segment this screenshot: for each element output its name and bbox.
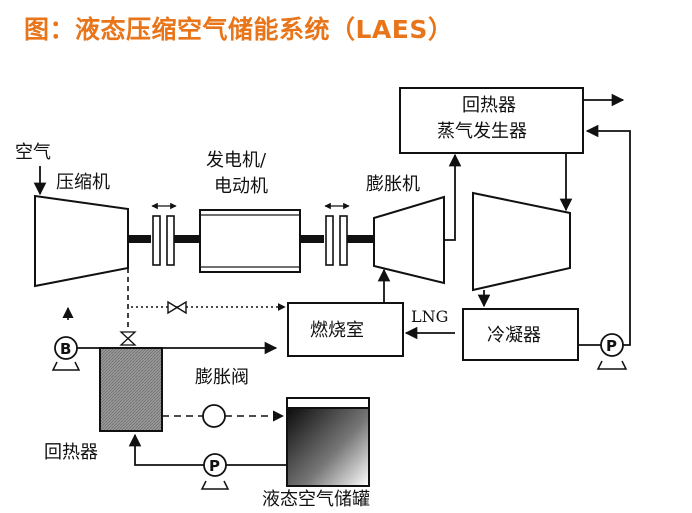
expander bbox=[373, 195, 445, 285]
combustor-label: 燃烧室 bbox=[310, 320, 364, 341]
expansion-valve bbox=[202, 404, 226, 428]
condenser bbox=[462, 308, 579, 361]
compressor-label: 压缩机 bbox=[56, 172, 110, 193]
storage-tank-label: 液态空气储罐 bbox=[262, 489, 370, 510]
regenerator bbox=[99, 347, 163, 432]
combustion-chamber bbox=[287, 302, 404, 357]
compressor bbox=[34, 194, 129, 288]
generator-motor bbox=[199, 209, 301, 273]
condenser-label: 冷凝器 bbox=[487, 325, 541, 346]
generator-label-2: 电动机 bbox=[214, 176, 268, 197]
bypass-valve bbox=[167, 300, 187, 315]
regen-valve bbox=[119, 331, 137, 346]
air-label: 空气 bbox=[15, 142, 51, 163]
return-line bbox=[585, 124, 631, 346]
diagram-title: 图：液态压缩空气储能系统（LAES） bbox=[24, 15, 454, 44]
pump-bottom: P bbox=[200, 453, 230, 490]
pump-to-regen-line bbox=[128, 433, 204, 466]
pump-right: P bbox=[596, 333, 628, 370]
steam-turbine bbox=[472, 191, 571, 292]
liquid-air-storage-tank bbox=[286, 397, 370, 487]
regenerator-label: 回热器 bbox=[44, 442, 98, 463]
expansion-valve-label: 膨胀阀 bbox=[195, 367, 249, 388]
expander-label: 膨胀机 bbox=[366, 174, 420, 195]
regen-label-1: 回热器 bbox=[462, 95, 516, 116]
drive-shaft bbox=[128, 202, 374, 266]
generator-label-1: 发电机/ bbox=[206, 150, 267, 171]
regenerator-steam-generator bbox=[399, 87, 584, 154]
svg-text:P: P bbox=[209, 457, 220, 475]
svg-text:P: P bbox=[606, 337, 617, 355]
expander-exhaust-line bbox=[444, 153, 462, 241]
svg-text:B: B bbox=[60, 340, 71, 358]
regen-label-2: 蒸气发生器 bbox=[437, 121, 527, 142]
lng-label: LNG bbox=[411, 307, 448, 326]
blower: B bbox=[51, 336, 81, 371]
